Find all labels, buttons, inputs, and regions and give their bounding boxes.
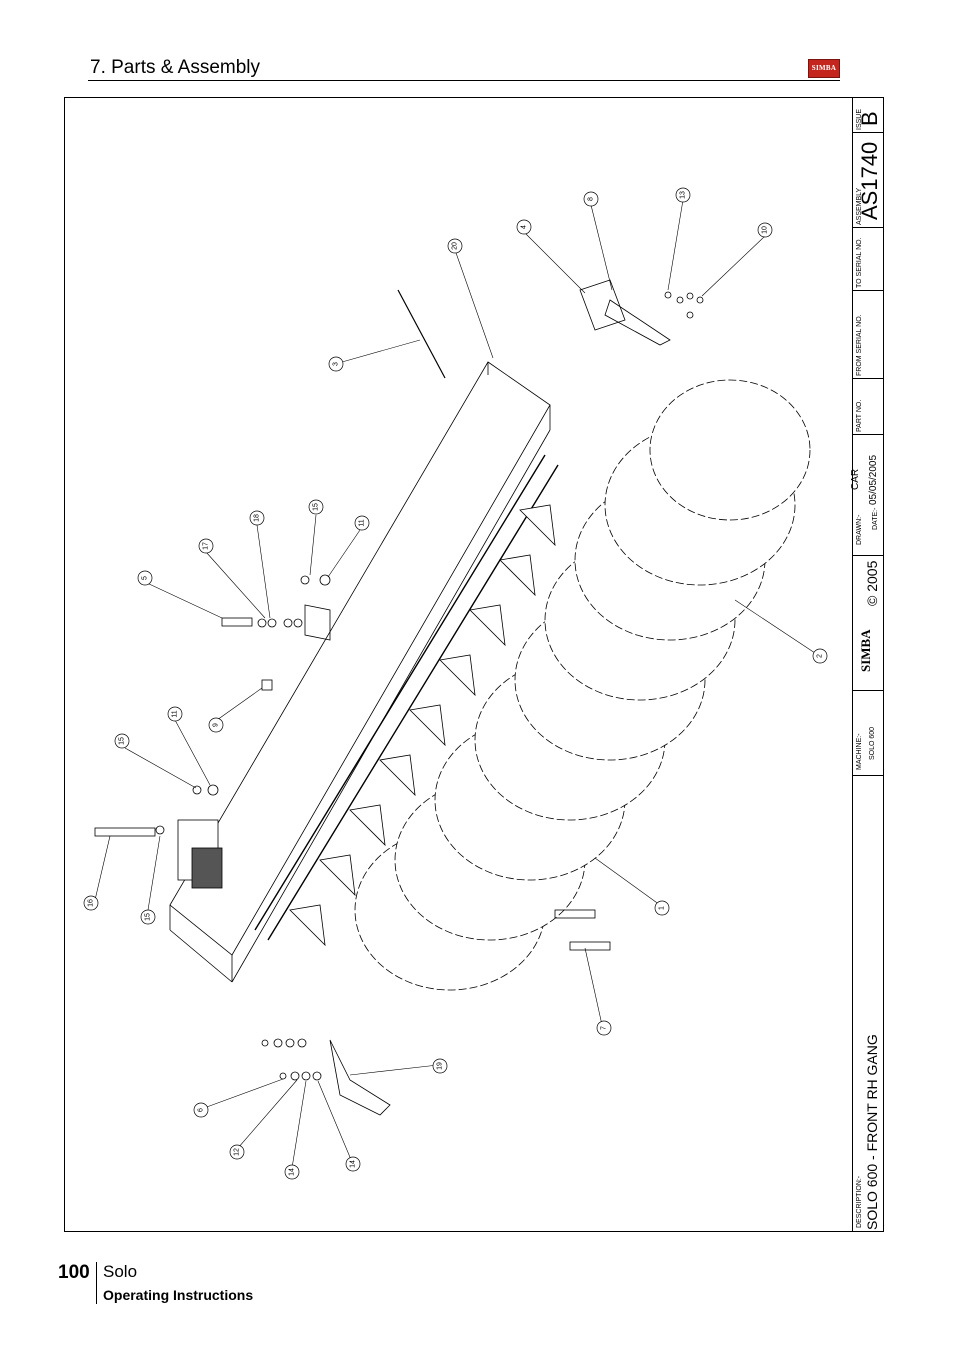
callout-balloon bbox=[516, 219, 532, 235]
description-value: SOLO 600 - FRONT RH GANG bbox=[864, 1034, 880, 1230]
callout-balloon bbox=[167, 706, 183, 722]
callout-number: 19 bbox=[437, 1062, 444, 1070]
callout-balloon bbox=[757, 222, 773, 238]
callout-number: 11 bbox=[359, 519, 366, 526]
callout-number: 11 bbox=[172, 710, 179, 717]
callout-number: 2 bbox=[817, 654, 824, 658]
drawn-by: CAR bbox=[850, 468, 861, 490]
drawing-frame bbox=[64, 97, 884, 1232]
callout-balloon bbox=[345, 1156, 361, 1172]
callout-number: 20 bbox=[452, 242, 459, 250]
callout-balloon bbox=[208, 717, 224, 733]
simba-logo: SIMBA bbox=[808, 59, 840, 78]
callout-balloon bbox=[432, 1058, 448, 1074]
callout-number: 15 bbox=[119, 737, 126, 745]
callout-balloon bbox=[114, 733, 130, 749]
drawing-number: AS1740 bbox=[857, 141, 882, 220]
callout-number: 5 bbox=[142, 576, 149, 580]
callout-balloon bbox=[812, 648, 828, 664]
callout-balloon bbox=[229, 1144, 245, 1160]
callout-balloon bbox=[447, 238, 463, 254]
callout-balloon bbox=[328, 356, 344, 372]
callout-number: 12 bbox=[234, 1148, 241, 1156]
part-no-label: PART NO. bbox=[856, 399, 863, 432]
copyright: © 2005 bbox=[864, 560, 880, 606]
callout-balloon bbox=[140, 909, 156, 925]
callout-balloon bbox=[583, 191, 599, 207]
simba-brand-mark: SIMBA bbox=[858, 629, 873, 672]
callout-balloon bbox=[354, 515, 370, 531]
callout-balloon bbox=[83, 895, 99, 911]
callout-balloon bbox=[596, 1020, 612, 1036]
footer-divider bbox=[96, 1262, 97, 1304]
from-serial-label: FROM SERIAL NO. bbox=[856, 314, 863, 376]
callout-number: 14 bbox=[350, 1160, 357, 1168]
title-block bbox=[852, 97, 884, 1232]
callout-number: 1 bbox=[659, 906, 666, 910]
date-value: 05/05/2005 bbox=[868, 454, 879, 505]
manual-subtitle: Operating Instructions bbox=[103, 1287, 254, 1303]
callout-number: 15 bbox=[313, 503, 320, 511]
callout-number: 6 bbox=[198, 1108, 205, 1112]
callout-number: 10 bbox=[762, 226, 769, 234]
callout-balloon bbox=[249, 510, 265, 526]
callout-number: 14 bbox=[289, 1168, 296, 1176]
callout-number: 17 bbox=[203, 542, 210, 550]
tines bbox=[289, 504, 556, 947]
callout-number: 9 bbox=[213, 723, 220, 727]
callout-balloon bbox=[284, 1164, 300, 1180]
machine-label: MACHINE:- bbox=[856, 733, 863, 770]
callout-number: 15 bbox=[145, 913, 152, 921]
callout-number: 7 bbox=[601, 1026, 608, 1030]
product-name: Solo bbox=[103, 1262, 138, 1281]
issue-value: B bbox=[857, 111, 882, 126]
machine-value: SOLO 600 bbox=[869, 726, 876, 760]
description-label: DESCRIPTION:- bbox=[856, 1175, 863, 1228]
discs bbox=[354, 379, 811, 991]
callout-balloon bbox=[198, 538, 214, 554]
callout-balloon bbox=[193, 1102, 209, 1118]
callout-number: 4 bbox=[521, 225, 528, 229]
callout-number: 18 bbox=[254, 514, 261, 522]
callout-number: 8 bbox=[588, 197, 595, 201]
callout-balloon bbox=[654, 900, 670, 916]
callout-balloon bbox=[675, 187, 691, 203]
callout-balloon bbox=[137, 570, 153, 586]
callout-number: 3 bbox=[333, 362, 340, 366]
page-number: 100 bbox=[58, 1262, 90, 1283]
callout-balloon bbox=[308, 499, 324, 515]
header-divider bbox=[88, 80, 840, 81]
section-title: 7. Parts & Assembly bbox=[90, 57, 261, 78]
callout-number: 16 bbox=[88, 899, 95, 907]
drawn-label: DRAWN:- bbox=[856, 514, 863, 545]
to-serial-label: TO SERIAL NO. bbox=[856, 237, 863, 288]
callout-number: 13 bbox=[680, 191, 687, 199]
date-label: DATE:- bbox=[872, 507, 879, 530]
